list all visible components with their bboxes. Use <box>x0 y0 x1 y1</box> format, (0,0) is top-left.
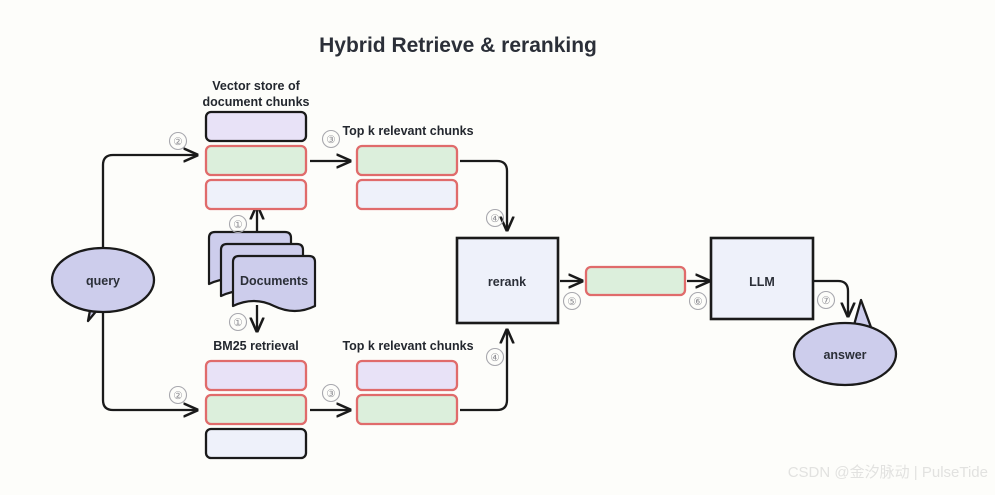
topk-bottom-chunk-2[interactable] <box>355 393 459 426</box>
vector-store-label-line1: Vector store of <box>212 79 300 93</box>
step-badge-4b-circle <box>485 347 505 367</box>
vector-store-chunk-2[interactable] <box>204 144 308 177</box>
llm-node[interactable]: LLM <box>709 236 815 321</box>
step-badge-7-circle <box>816 290 836 310</box>
step-badge-2a: ② <box>173 136 183 148</box>
answer-bubble-body <box>792 321 898 387</box>
step-badges: ② ② ① ① ③ ③ ④ ④ ⑤ <box>168 129 836 405</box>
query-bubble-body <box>50 246 156 314</box>
step-badge-2b-circle <box>168 385 188 405</box>
step-badge-5: ⑤ <box>567 296 577 308</box>
llm-label: LLM <box>749 275 775 289</box>
connector-query-to-bm25 <box>101 312 197 410</box>
watermark: CSDN @金汐脉动 | PulseTide <box>788 464 988 481</box>
step-badge-4a-circle <box>485 208 505 228</box>
step-badge-3b: ③ <box>326 388 336 400</box>
answer-label: answer <box>823 348 866 362</box>
vector-store-chunk-1[interactable] <box>204 110 308 143</box>
documents-stack[interactable]: Documents <box>207 230 317 313</box>
topk-top-label: Top k relevant chunks <box>342 124 473 138</box>
connector-topk-bottom-to-rerank <box>460 330 507 412</box>
step-badge-4a: ④ <box>490 213 500 225</box>
bm25-group: BM25 retrieval <box>204 339 308 460</box>
connector-query-to-vectorstore <box>101 155 197 248</box>
rerank-output-chunk[interactable] <box>584 265 687 297</box>
step-badge-3a-circle <box>321 129 341 149</box>
documents-label: Documents <box>240 274 308 288</box>
step-badge-6: ⑥ <box>693 296 703 308</box>
step-badge-2a-circle <box>168 131 188 151</box>
topk-top-chunk-2[interactable] <box>355 178 459 211</box>
rerank-label: rerank <box>488 275 526 289</box>
step-badge-2b: ② <box>173 390 183 402</box>
rerank-box <box>455 236 560 325</box>
connector-topk-top-to-rerank <box>460 159 507 230</box>
topk-bottom-group: Top k relevant chunks <box>342 339 474 426</box>
step-badge-3b-circle <box>321 383 341 403</box>
connector-llm-to-answer <box>814 279 848 316</box>
answer-bubble[interactable]: answer <box>792 298 898 387</box>
connector-layer <box>101 155 848 412</box>
step-badge-6-circle <box>688 291 708 311</box>
bm25-chunk-2[interactable] <box>204 393 308 426</box>
rerank-node[interactable]: rerank <box>455 236 560 325</box>
bm25-label: BM25 retrieval <box>213 339 298 353</box>
topk-bottom-label: Top k relevant chunks <box>342 339 473 353</box>
step-badge-3a: ③ <box>326 134 336 146</box>
vector-store-group: Vector store of document chunks <box>203 79 310 211</box>
vector-store-label-line2: document chunks <box>203 95 310 109</box>
bm25-chunk-3[interactable] <box>204 427 308 460</box>
step-badge-1a-circle <box>228 214 248 234</box>
page-title: Hybrid Retrieve & reranking <box>319 34 597 57</box>
step-badge-4b: ④ <box>490 352 500 364</box>
query-label: query <box>86 274 120 288</box>
step-badge-1a: ① <box>233 219 243 231</box>
document-sheet-front <box>231 254 317 313</box>
bm25-chunk-1[interactable] <box>204 359 308 392</box>
step-badge-1b: ① <box>233 317 243 329</box>
step-badge-5-circle <box>562 291 582 311</box>
llm-box <box>709 236 815 321</box>
vector-store-chunk-3[interactable] <box>204 178 308 211</box>
step-badge-7: ⑦ <box>821 295 831 307</box>
step-badge-1b-circle <box>228 312 248 332</box>
topk-top-chunk-1[interactable] <box>355 144 459 177</box>
topk-bottom-chunk-1[interactable] <box>355 359 459 392</box>
topk-top-group: Top k relevant chunks <box>342 124 474 211</box>
query-bubble[interactable]: query <box>50 246 156 323</box>
